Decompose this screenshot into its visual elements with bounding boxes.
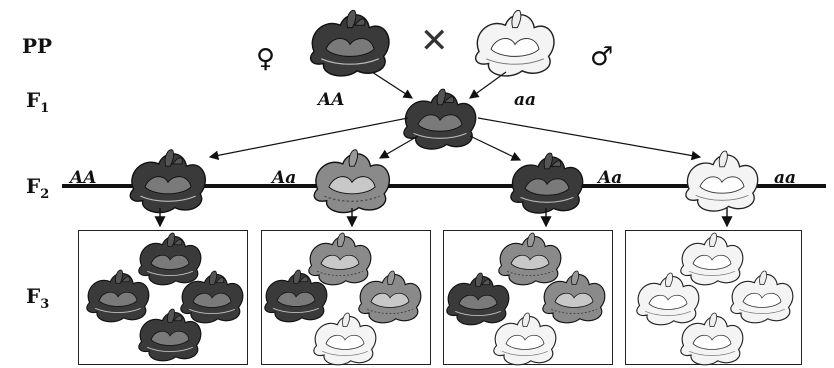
f2-flower-3 [510, 152, 584, 214]
f2-flower-1 [129, 149, 207, 214]
cross-symbol: ✕ [420, 21, 449, 61]
parent-male-flower [474, 9, 555, 77]
f3-box1-flower-a [138, 232, 202, 286]
f3-box2-flower-b [264, 269, 328, 323]
genotype-f2-fourth: aa [774, 168, 797, 188]
f3-box4-flower-a [680, 232, 744, 286]
f3-box1-flower-b [86, 269, 150, 323]
label-f3: F3 [26, 284, 50, 312]
genotype-f2-first: AA [70, 168, 97, 188]
label-pp: PP [22, 34, 53, 58]
f3-box3-flower-d [493, 312, 557, 366]
f3-box3-flower-a [498, 232, 562, 286]
genotype-f1-right: aa [514, 90, 537, 110]
f3-box3-flower-b [446, 272, 510, 326]
f3-box2-flower-d [313, 312, 377, 366]
label-f1: F1 [26, 88, 50, 116]
genotype-f2-third: Aa [598, 168, 623, 188]
female-symbol: ♀ [256, 44, 276, 74]
genotype-f1-left: AA [318, 90, 345, 110]
f3-box4-flower-c [730, 270, 794, 324]
f2-flower-4 [685, 150, 759, 212]
f1-flower [403, 88, 477, 150]
male-symbol: ♂ [590, 42, 614, 72]
f3-box2-flower-a [308, 232, 372, 286]
genotype-f2-second: Aa [272, 168, 297, 188]
f3-box2-flower-c [358, 270, 422, 324]
f3-box4-flower-b [636, 272, 700, 326]
parent-female-flower [309, 9, 390, 77]
label-f2: F2 [26, 174, 50, 202]
f2-flower-2 [313, 149, 391, 214]
